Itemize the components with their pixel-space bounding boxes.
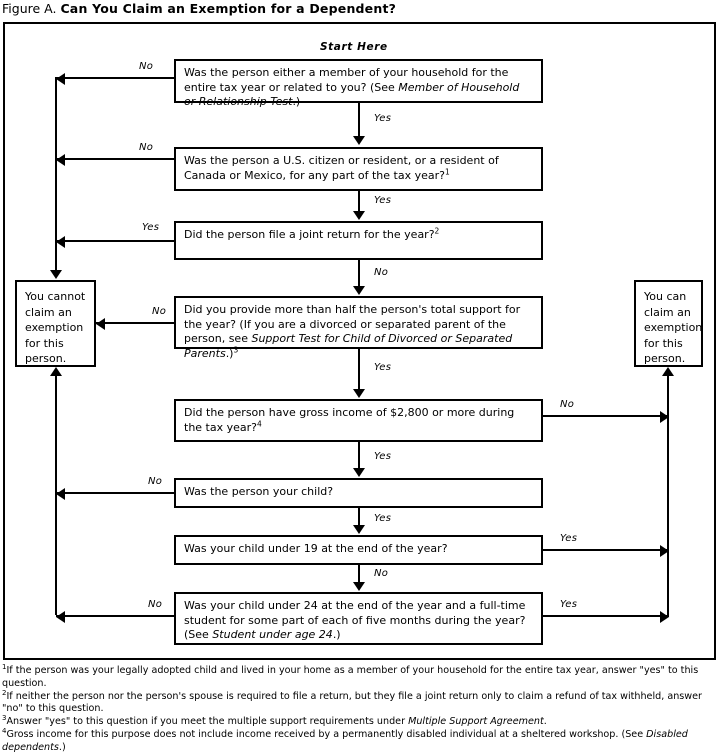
left-rail-upper [55,77,57,271]
edge-label-q5-no: No [560,399,575,410]
arrowhead-left-rail-into-cannot-bottom [50,367,62,376]
figure-label: Figure A. [2,1,57,16]
connector-q1-no [56,77,174,79]
figure-title-text: Can You Claim an Exemption for a Depende… [60,1,397,16]
arrowhead-q7-q8 [353,582,365,591]
arrowhead-q5-q6 [353,468,365,477]
edge-label-q3-no: No [374,267,389,278]
connector-q2-no [56,158,174,160]
connector-q4-q5 [358,349,360,390]
decision-box-citizen-or-resident: Was the person a U.S. citizen or residen… [174,147,543,191]
connector-q2-q3 [358,191,360,212]
arrowhead-q7-yes [660,545,669,557]
connector-q8-no [56,615,174,617]
decision-box-support-test: Did you provide more than half the perso… [174,296,543,360]
footnote-2-text: If neither the person nor the person's s… [2,690,702,715]
connector-q6-no [56,492,174,494]
footnote-3: 3Answer "yes" to this question if you me… [2,714,719,729]
connector-q3-q4 [358,260,360,287]
arrowhead-q8-no [56,611,65,623]
connector-q4-no [96,322,174,324]
edge-label-q8-yes: Yes [560,599,578,610]
arrowhead-left-rail-into-cannot-top [50,270,62,279]
page-title: Figure A. Can You Claim an Exemption for… [2,1,396,17]
footnote-1-text: If the person was your legally adopted c… [2,665,699,689]
decision-box-child-under-24-student: Was your child under 24 at the end of th… [174,592,543,645]
edge-label-q6-no: No [148,476,163,487]
footnote-2: 2If neither the person nor the person's … [2,688,719,716]
decision-box-gross-income: Did the person have gross income of $2,8… [174,399,543,442]
footnote-4-text: Gross income for this purpose does not i… [2,729,688,754]
footnote-4: 4Gross income for this purpose does not … [2,727,719,754]
edge-label-q3-yes: Yes [142,222,160,233]
terminal-box-can-claim: You can claim an exemption for this pers… [634,280,703,367]
diagram-frame [3,22,716,660]
footnotes: 1If the person was your legally adopted … [2,662,719,755]
connector-q7-yes [543,549,669,551]
connector-q3-yes [56,240,174,242]
arrowhead-q2-q3 [353,211,365,220]
connector-q8-yes [543,615,669,617]
right-rail [667,376,669,615]
arrowhead-q3-yes [56,236,65,248]
decision-box-household-or-relationship: Was the person either a member of your h… [174,59,543,108]
start-here-label: Start Here [320,41,388,53]
edge-label-q4-yes: Yes [374,362,392,373]
edge-label-q7-no: No [374,568,389,579]
decision-box-child-under-19: Was your child under 19 at the end of th… [174,535,543,565]
connector-q5-q6 [358,442,360,469]
edge-label-q5-yes: Yes [374,451,392,462]
edge-label-q1-no: No [139,61,154,72]
footnote-2-marker: 2 [2,688,7,697]
arrowhead-q5-no [660,411,669,423]
footnote-1: 1If the person was your legally adopted … [2,662,719,690]
arrowhead-q1-q2 [353,136,365,145]
connector-q5-no [543,415,669,417]
arrowhead-q8-yes [660,611,669,623]
arrowhead-q4-q5 [353,389,365,398]
edge-label-q2-yes: Yes [374,195,392,206]
arrowhead-right-rail-into-can-bottom [662,367,674,376]
footnote-3-marker: 3 [2,714,7,723]
arrowhead-q6-no [56,488,65,500]
edge-label-q6-yes: Yes [374,513,392,524]
terminal-box-cannot-claim: You cannot claim an exemption for this p… [15,280,96,367]
edge-label-q4-no: No [152,306,167,317]
connector-q1-q2 [358,103,360,137]
connector-q7-q8 [358,565,360,583]
edge-label-q1-yes: Yes [374,113,392,124]
connector-q6-q7 [358,508,360,526]
decision-box-joint-return: Did the person file a joint return for t… [174,221,543,260]
arrowhead-q2-no [56,154,65,166]
edge-label-q7-yes: Yes [560,533,578,544]
arrowhead-q1-no [56,73,65,85]
arrowhead-q4-no [96,318,105,330]
footnote-3-text: Answer "yes" to this question if you mee… [6,716,547,728]
arrowhead-q6-q7 [353,525,365,534]
decision-box-was-person-your-child: Was the person your child? [174,478,543,508]
footnote-4-marker: 4 [2,727,7,736]
edge-label-q2-no: No [139,142,154,153]
arrowhead-q3-q4 [353,286,365,295]
edge-label-q8-no: No [148,599,163,610]
footnote-1-marker: 1 [2,662,7,671]
